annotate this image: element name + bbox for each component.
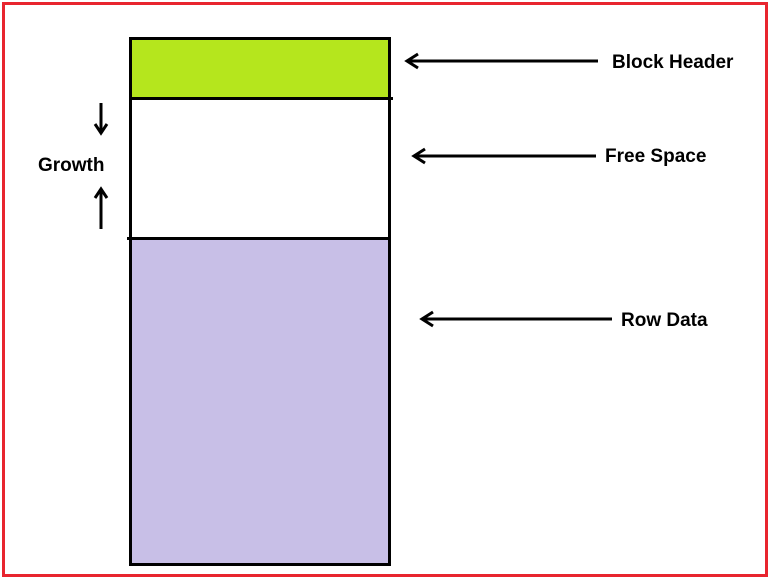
row-data-arrow [419,310,612,328]
block-header-segment [129,37,391,100]
block-header-label: Block Header [612,52,734,73]
row-data-segment [129,237,391,566]
free-space-segment [129,97,391,240]
growth-down-arrow [93,103,109,136]
row-data-label: Row Data [621,310,708,331]
free-space-label: Free Space [605,146,706,167]
block-header-arrow [404,52,598,70]
growth-label: Growth [38,155,105,176]
free-space-arrow [411,147,596,165]
growth-up-arrow [93,186,109,229]
